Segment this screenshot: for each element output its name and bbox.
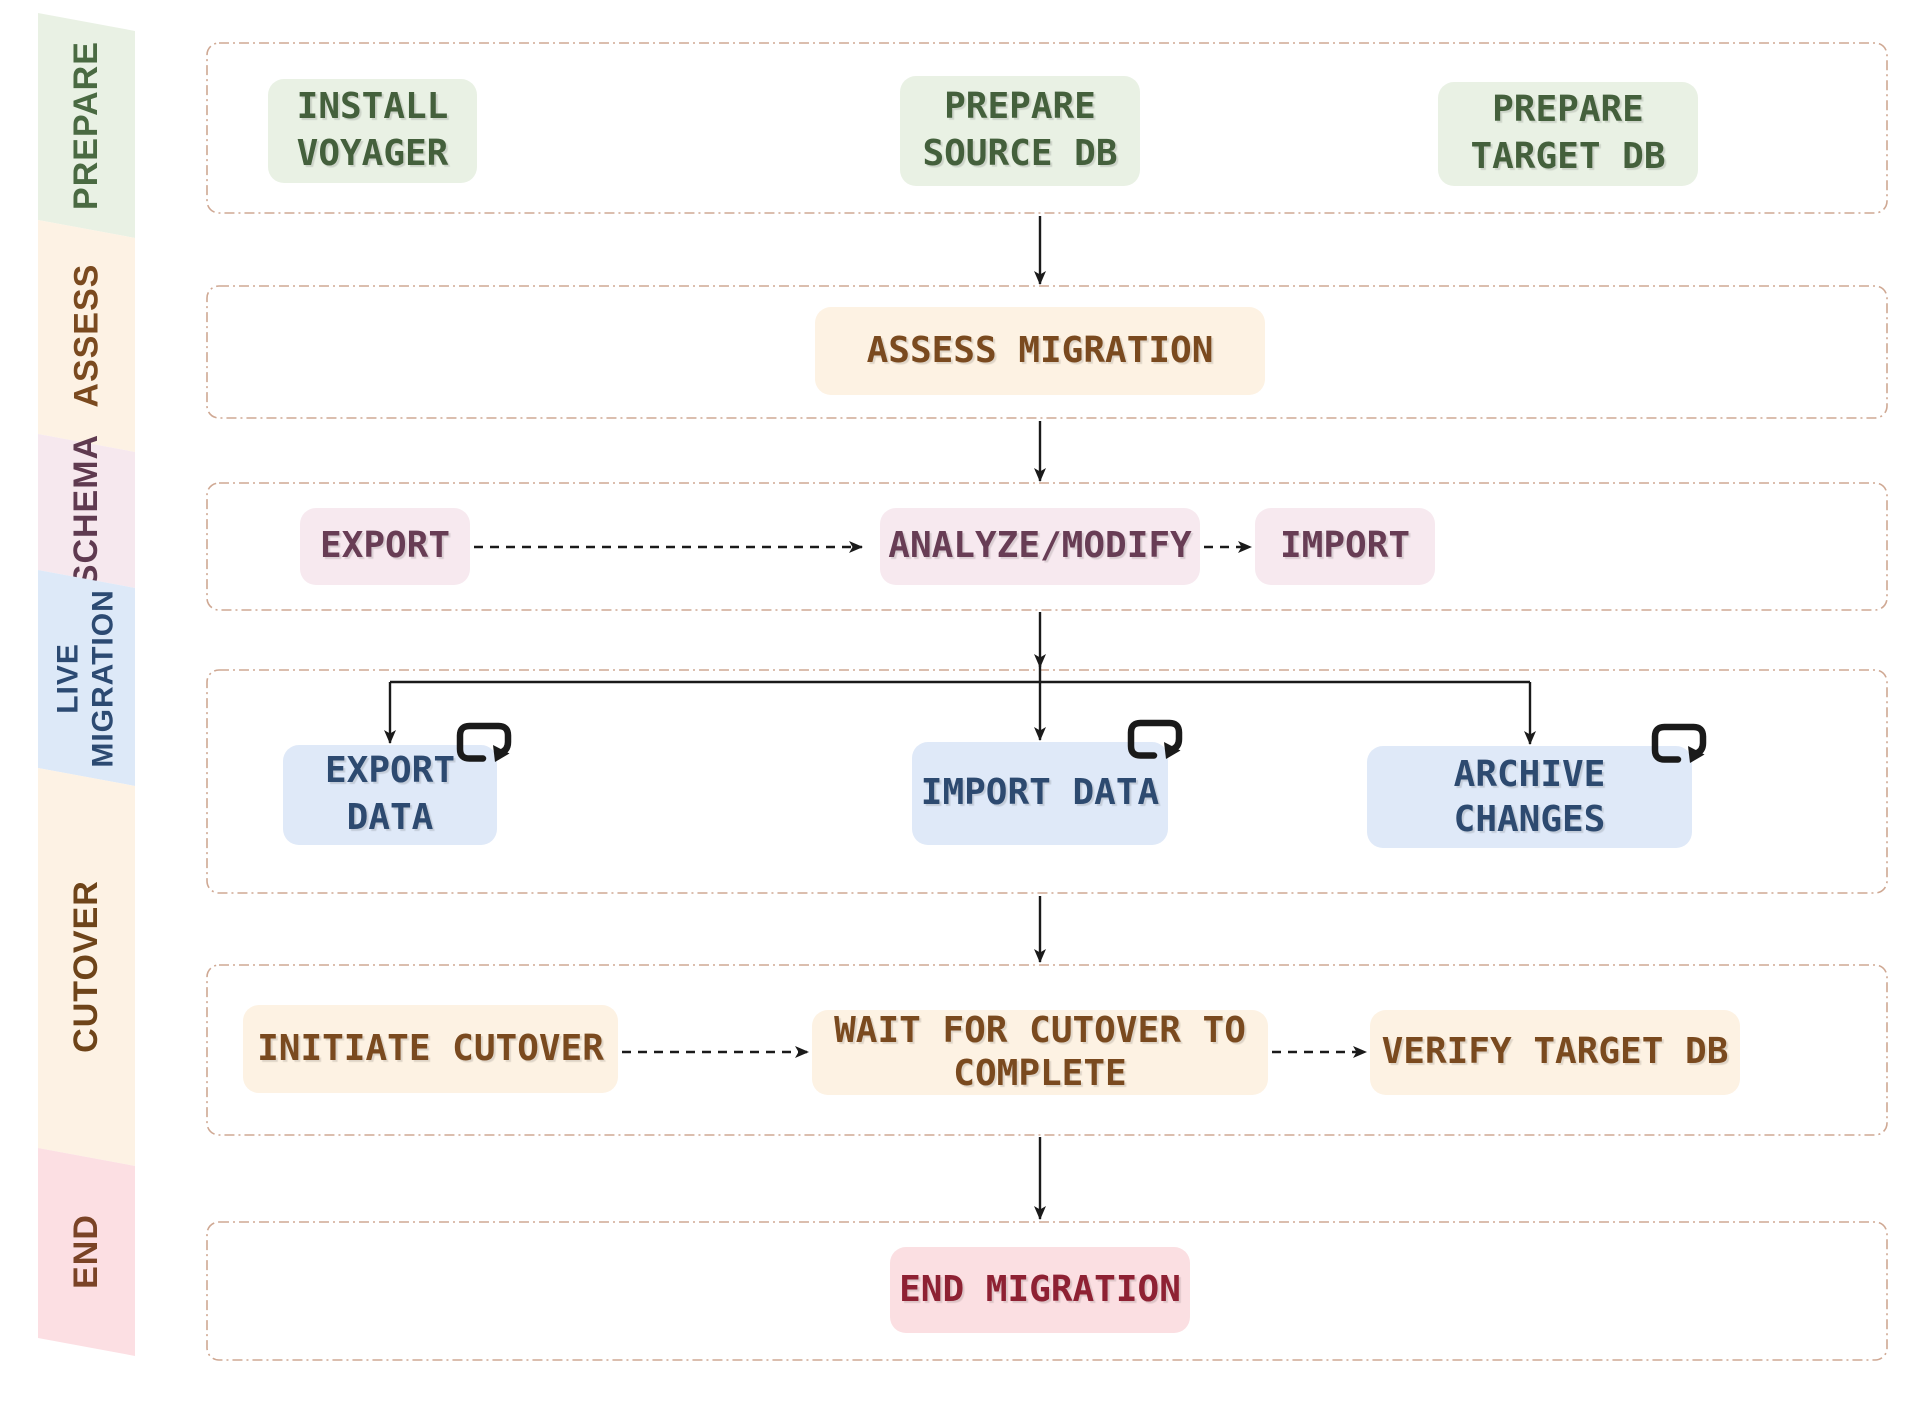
- phase-label-prepare: PREPARE: [66, 41, 105, 210]
- phase-label-assess: ASSESS: [66, 264, 105, 408]
- node-install-voyager: INSTALL VOYAGER: [268, 79, 477, 183]
- phase-tab-end: END: [38, 1148, 135, 1356]
- node-import-data: IMPORT DATA: [912, 719, 1183, 845]
- node-archive-changes-label: ARCHIVE CHANGES: [1453, 754, 1606, 840]
- node-analyze-modify: ANALYZE/MODIFY: [880, 508, 1200, 585]
- loop-arrow-icon: [1127, 719, 1183, 759]
- node-import-schema: IMPORT: [1255, 508, 1435, 585]
- loop-arrow-icon: [1651, 723, 1707, 763]
- phase-tab-cutover: CUTOVER: [38, 768, 135, 1166]
- node-prepare-source-db: PREPARE SOURCE DB: [900, 76, 1140, 186]
- phase-tab-assess: ASSESS: [38, 220, 135, 452]
- node-assess-migration: ASSESS MIGRATION: [815, 307, 1265, 395]
- node-initiate-cutover: INITIATE CUTOVER: [243, 1005, 618, 1093]
- loop-arrow-icon: [456, 722, 512, 762]
- node-wait-for-cutover: WAIT FOR CUTOVER TO COMPLETE: [812, 1010, 1268, 1095]
- node-export-schema: EXPORT: [300, 508, 470, 585]
- node-verify-target-db: VERIFY TARGET DB: [1370, 1010, 1740, 1095]
- node-export-data-label: EXPORT DATA: [324, 750, 456, 838]
- branch-trunk: [390, 662, 1530, 684]
- node-archive-changes: ARCHIVE CHANGES: [1367, 723, 1707, 848]
- node-export-data: EXPORT DATA: [283, 722, 512, 845]
- phase-label-end: END: [66, 1214, 105, 1290]
- phase-label-schema: SCHEMA: [66, 434, 105, 588]
- phase-tab-schema: SCHEMA: [38, 434, 135, 588]
- phase-label-live-migration: LIVE MIGRATION: [52, 588, 120, 768]
- node-prepare-target-db: PREPARE TARGET DB: [1438, 82, 1698, 186]
- phase-tab-prepare: PREPARE: [38, 13, 135, 238]
- phase-tab-live-migration: LIVE MIGRATION: [38, 570, 135, 786]
- node-end-migration: END MIGRATION: [890, 1247, 1190, 1333]
- phase-label-cutover: CUTOVER: [66, 880, 105, 1054]
- node-import-data-label: IMPORT DATA: [920, 772, 1160, 814]
